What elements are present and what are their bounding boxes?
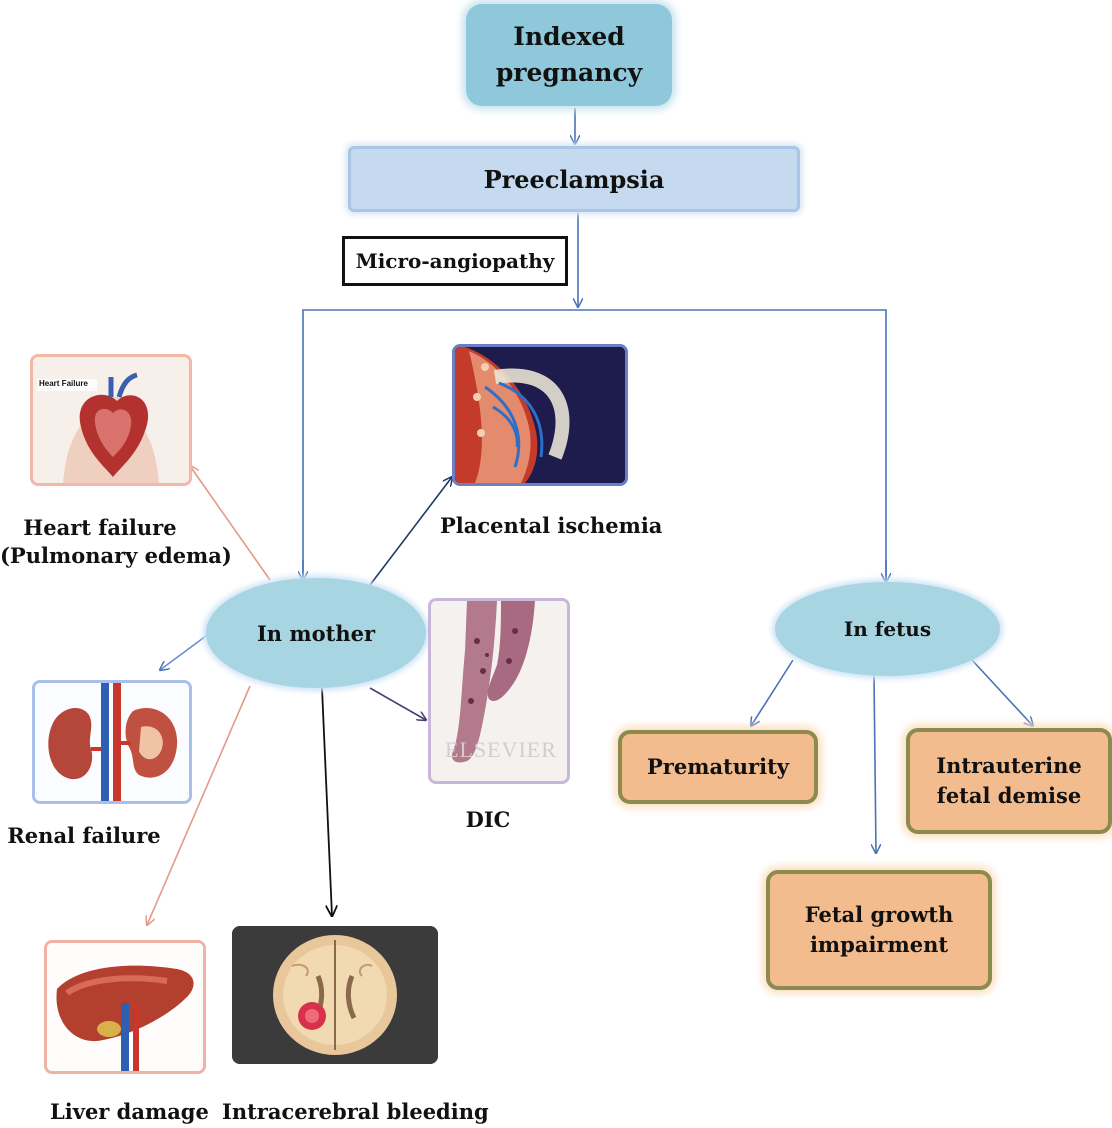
branch-line xyxy=(302,309,887,582)
prematurity-label: Prematurity xyxy=(647,754,789,779)
arrow-mother-to-renal xyxy=(160,632,211,670)
preeclampsia-label: Preeclampsia xyxy=(483,164,665,194)
dic-watermark: ELSEVIER xyxy=(445,737,557,762)
renal-failure-label: Renal failure xyxy=(7,823,161,848)
heart-failure-line2: (Pulmonary edema) xyxy=(0,543,232,568)
placental-ischemia-image xyxy=(452,344,628,486)
heart-failure-label: Heart failure (Pulmonary edema) xyxy=(0,514,232,570)
dic-label: DIC xyxy=(465,807,511,832)
fetal-growth-impairment-label: Fetal growth impairment xyxy=(804,902,954,957)
arrow-mother-to-liver xyxy=(147,685,251,925)
in-fetus-label: In fetus xyxy=(843,617,932,641)
in-fetus-node: In fetus xyxy=(775,582,1000,676)
arrow-mother-to-placenta xyxy=(369,477,452,586)
indexed-pregnancy-box: Indexed pregnancy xyxy=(466,4,672,106)
in-mother-label: In mother xyxy=(256,620,376,646)
intracerebral-bleeding-image xyxy=(232,926,438,1064)
in-mother-node: In mother xyxy=(206,578,426,688)
placental-ischemia-label: Placental ischemia xyxy=(440,513,663,538)
heart-failure-inset-caption: Heart Failure xyxy=(39,379,88,388)
arrow-mother-to-brain xyxy=(321,687,332,916)
preeclampsia-box: Preeclampsia xyxy=(348,146,800,212)
liver-damage-image xyxy=(44,940,206,1074)
intrauterine-fetal-demise-box: Intrauterine fetal demise xyxy=(906,728,1112,834)
intracerebral-bleeding-label: Intracerebral bleeding xyxy=(222,1099,489,1124)
arrow-mother-to-dic xyxy=(369,687,426,720)
liver-damage-label: Liver damage xyxy=(50,1099,209,1124)
renal-failure-image xyxy=(32,680,192,804)
arrow-fetus-to-prematurity xyxy=(751,659,794,726)
dic-image: ELSEVIER xyxy=(428,598,570,784)
prematurity-box: Prematurity xyxy=(618,730,818,804)
micro-angiopathy-box: Micro-angiopathy xyxy=(342,236,568,286)
heart-failure-image: Heart Failure xyxy=(30,354,192,486)
arrow-fetus-to-demise xyxy=(971,659,1033,726)
indexed-pregnancy-label: Indexed pregnancy xyxy=(495,22,643,87)
fetal-growth-impairment-box: Fetal growth impairment xyxy=(766,870,992,990)
intrauterine-fetal-demise-label: Intrauterine fetal demise xyxy=(936,753,1082,808)
micro-angiopathy-label: Micro-angiopathy xyxy=(355,249,555,273)
heart-failure-line1: Heart failure xyxy=(23,515,177,540)
arrow-mother-to-heart xyxy=(190,466,271,581)
arrow-fetus-to-growth xyxy=(874,674,876,853)
